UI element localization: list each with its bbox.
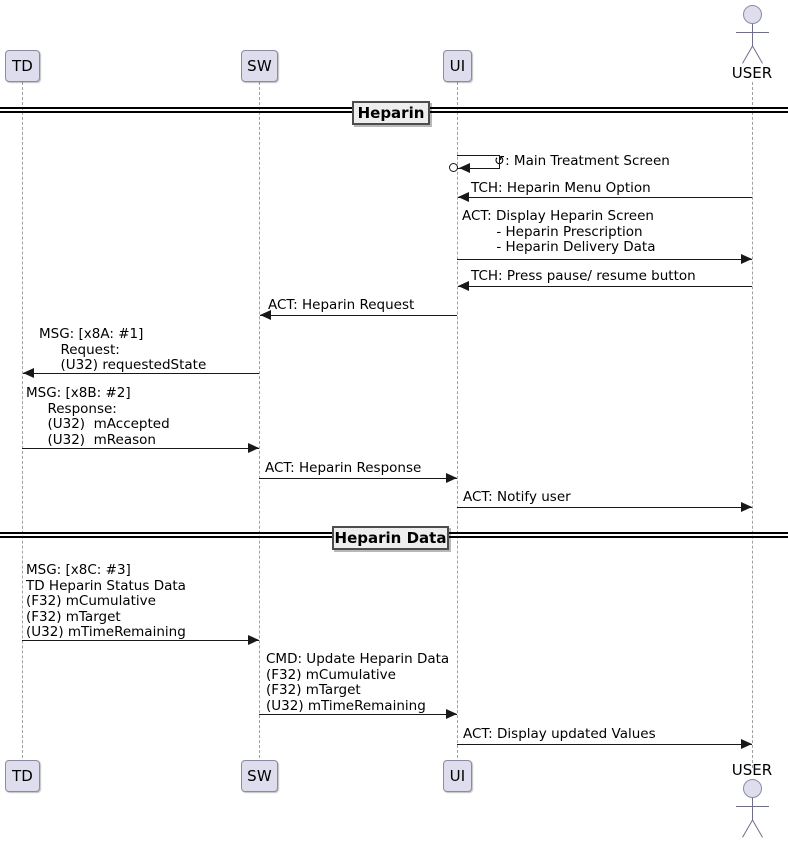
arrow-head-press-pause-resume: [458, 281, 469, 291]
message-label-notify-user: ACT: Notify user: [463, 489, 571, 505]
arrow-head-heparin-menu-option: [458, 192, 469, 202]
message-line-msg-x8a-request: [23, 373, 259, 374]
arrow-head-display-updated-values: [741, 739, 752, 749]
arrow-head-heparin-response: [446, 473, 457, 483]
participant-td-top[interactable]: TD: [5, 50, 40, 82]
message-label-heparin-response: ACT: Heparin Response: [265, 460, 422, 476]
message-label-heparin-request: ACT: Heparin Request: [268, 297, 415, 313]
lifeline-ui: [457, 82, 458, 768]
participant-sw-label-bottom: SW: [247, 767, 272, 785]
participant-ui-bottom[interactable]: UI: [443, 760, 472, 792]
actor-head-icon-bottom: [743, 779, 762, 798]
self-message-loop-ui: [457, 155, 500, 169]
message-line-heparin-response: [259, 478, 457, 479]
message-label-display-heparin-screen: ACT: Display Heparin Screen - Heparin Pr…: [462, 208, 656, 255]
message-line-heparin-menu-option: [458, 197, 752, 198]
actor-leg-right-icon: [752, 45, 763, 64]
message-label-msg-x8a-request: MSG: [x8A: #1] Request: (U32) requestedS…: [39, 326, 207, 373]
message-line-msg-x8b-response: [22, 448, 259, 449]
divider-heparin-data-label: Heparin Data: [334, 529, 447, 547]
message-line-display-updated-values: [457, 744, 752, 745]
arrow-head-msg-x8c-status-data: [248, 635, 259, 645]
participant-ui-label-bottom: UI: [449, 767, 466, 785]
participant-td-label-bottom: TD: [11, 767, 34, 785]
participant-sw-label: SW: [247, 57, 272, 75]
actor-leg-left-icon: [742, 45, 753, 64]
message-line-msg-x8c-status-data: [22, 640, 259, 641]
arrow-head-cmd-update-heparin-data: [446, 709, 457, 719]
arrow-head-heparin-request: [260, 310, 271, 320]
divider-heparin-label: Heparin: [357, 104, 425, 122]
message-label-msg-x8b-response: MSG: [x8B: #2] Response: (U32) mAccepted…: [26, 385, 170, 448]
actor-head-icon: [743, 5, 762, 24]
participant-ui-top[interactable]: UI: [443, 50, 472, 82]
lifeline-td: [22, 82, 23, 768]
participant-sw-top[interactable]: SW: [241, 50, 278, 82]
actor-leg-left-icon-bottom: [742, 819, 753, 838]
message-line-heparin-request: [260, 315, 457, 316]
participant-ui-label: UI: [449, 57, 466, 75]
arrow-head-self-message: [459, 163, 470, 173]
message-line-notify-user: [457, 507, 752, 508]
lifeline-sw: [259, 82, 260, 768]
message-line-press-pause-resume: [458, 286, 752, 287]
divider-heparin: Heparin: [352, 101, 430, 125]
participant-td-label: TD: [11, 57, 34, 75]
arrow-head-notify-user: [741, 502, 752, 512]
actor-body-icon: [752, 24, 753, 46]
actor-arms-icon: [736, 32, 769, 33]
actor-leg-right-icon-bottom: [752, 819, 763, 838]
message-label-press-pause-resume: TCH: Press pause/ resume button: [471, 268, 696, 284]
lifeline-user: [752, 82, 753, 768]
actor-body-icon-bottom: [752, 798, 753, 820]
message-label-main-treatment-screen: ↺: Main Treatment Screen: [477, 138, 670, 185]
message-label-display-updated-values: ACT: Display updated Values: [463, 726, 656, 742]
arrow-head-msg-x8b-response: [248, 443, 259, 453]
actor-arms-icon-bottom: [736, 806, 769, 807]
message-line-display-heparin-screen: [457, 259, 752, 260]
actor-user-label-top: USER: [731, 64, 773, 82]
message-text-main-treatment-screen: : Main Treatment Screen: [505, 152, 670, 169]
message-line-cmd-update-heparin-data: [259, 714, 457, 715]
message-label-heparin-menu-option: TCH: Heparin Menu Option: [471, 180, 651, 196]
self-message-start-circle-icon: [449, 163, 458, 172]
arrow-head-msg-x8a-request: [23, 368, 34, 378]
message-label-cmd-update-heparin-data: CMD: Update Heparin Data (F32) mCumulati…: [266, 651, 450, 714]
message-label-msg-x8c-status-data: MSG: [x8C: #3] TD Heparin Status Data (F…: [26, 562, 186, 640]
divider-heparin-data: Heparin Data: [332, 526, 449, 550]
participant-sw-bottom[interactable]: SW: [241, 760, 278, 792]
actor-user-label-bottom: USER: [731, 761, 773, 779]
participant-td-bottom[interactable]: TD: [5, 760, 40, 792]
arrow-head-display-heparin-screen: [741, 254, 752, 264]
